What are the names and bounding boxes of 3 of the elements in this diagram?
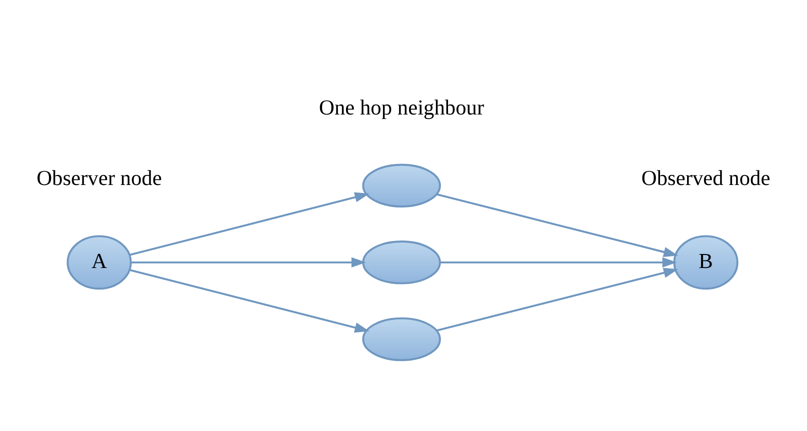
node-label: One hop neighbour: [319, 94, 484, 119]
node-label: Observer node: [36, 166, 162, 190]
node-label: Observed node: [641, 166, 770, 190]
